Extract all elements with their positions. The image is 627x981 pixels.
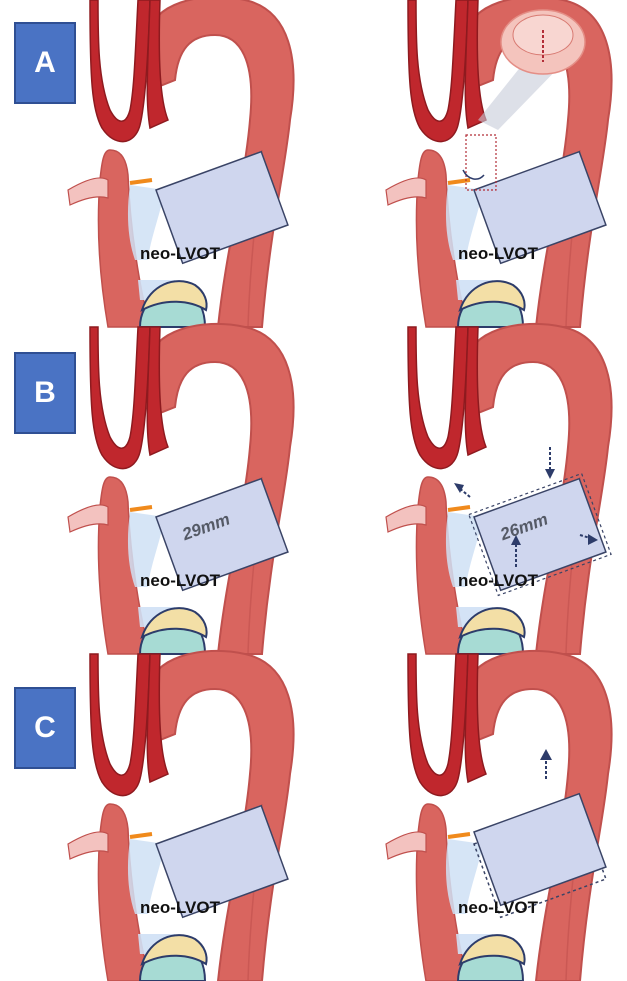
panel-label-c: C [14,687,76,769]
aortic-arch [150,651,294,981]
arrow-left-head [454,483,464,493]
arrow-top-head [545,469,555,479]
anchor-line [448,507,470,510]
neo-lvot-label: neo-LVOT [140,571,221,590]
aortic-arch [150,0,294,327]
neo-lvot-label: neo-LVOT [458,244,539,263]
brachiocephalic-artery [408,327,468,469]
aortic-arch [150,324,294,654]
row-a: A neo-LVOT neo-LVOT [0,0,627,327]
brachiocephalic-artery [90,0,150,142]
anchor-line [448,834,470,837]
brachiocephalic-artery [90,654,150,796]
brachiocephalic-artery [408,654,468,796]
anchor-line [130,834,152,837]
neo-lvot-label: neo-LVOT [140,244,221,263]
zoom-target-box [466,135,496,190]
row-c: C neo-LVOT neo-LVOT [0,654,627,981]
neo-lvot-label: neo-LVOT [458,898,539,917]
aortic-arch [468,324,612,654]
panel-label-a: A [14,22,76,104]
shift-arrow-head [540,749,552,760]
panel-a-right: neo-LVOT [318,0,618,327]
panel-c-right: neo-LVOT [318,654,618,981]
brachiocephalic-artery [90,327,150,469]
anchor-line [130,507,152,510]
anchor-line [448,180,470,183]
neo-lvot-label: neo-LVOT [458,571,539,590]
panel-label-b: B [14,352,76,434]
brachiocephalic-artery [408,0,468,142]
neo-lvot-label: neo-LVOT [140,898,221,917]
anchor-line [130,180,152,183]
